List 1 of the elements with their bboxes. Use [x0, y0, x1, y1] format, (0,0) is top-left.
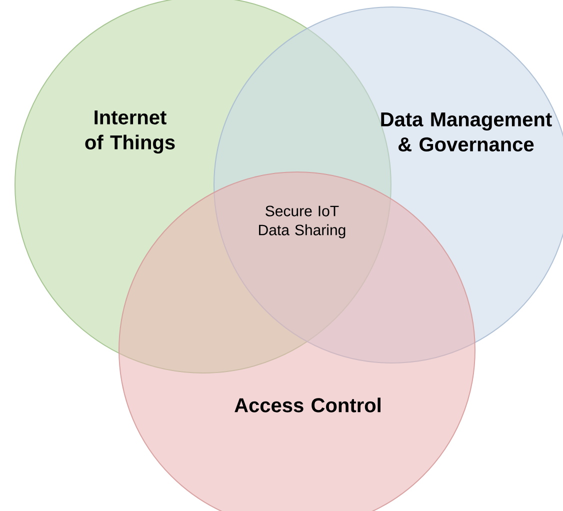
region-label: Secure IoT Data Sharing [259, 206, 346, 238]
